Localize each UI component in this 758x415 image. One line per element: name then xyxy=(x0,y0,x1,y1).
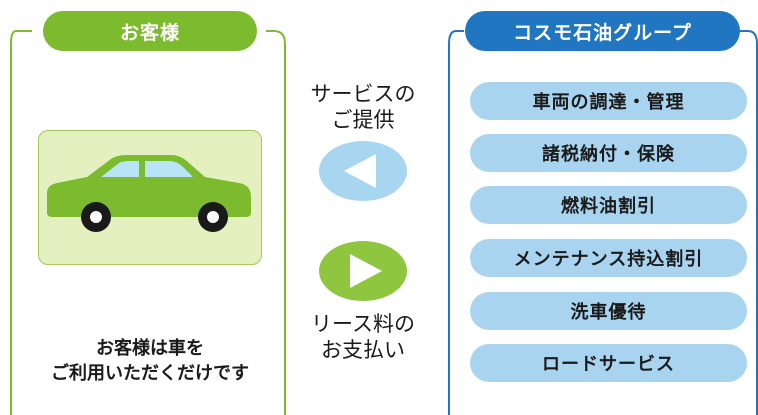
service-item-vehicle-management: 車両の調達・管理 xyxy=(470,82,747,120)
customer-caption: お客様は車を ご利用いただくだけです xyxy=(20,336,280,386)
car-icon xyxy=(47,155,251,232)
service-item-car-wash: 洗車優待 xyxy=(470,292,747,330)
right-arrow-icon xyxy=(319,241,407,301)
service-label: サービスの ご提供 xyxy=(288,81,438,133)
service-item-tax-insurance: 諸税納付・保険 xyxy=(470,134,747,172)
service-item-maintenance-discount: メンテナンス持込割引 xyxy=(470,239,747,277)
car-illustration xyxy=(38,130,262,265)
customer-caption-line2: ご利用いただくだけです xyxy=(51,363,249,384)
customer-caption-line1: お客様は車を xyxy=(96,338,204,359)
left-arrow-icon xyxy=(319,141,407,201)
service-item-road-service: ロードサービス xyxy=(470,344,747,382)
payment-label: リース料の お支払い xyxy=(288,311,438,363)
provider-panel xyxy=(448,30,758,415)
service-item-fuel-discount: 燃料油割引 xyxy=(470,186,747,224)
payment-label-line2: お支払い xyxy=(321,338,405,362)
provider-header: コスモ石油グループ xyxy=(465,11,740,51)
customer-panel xyxy=(10,30,286,415)
payment-label-line1: リース料の xyxy=(311,312,415,336)
service-label-line1: サービスの xyxy=(310,82,416,106)
service-label-line2: ご提供 xyxy=(331,108,395,132)
customer-header: お客様 xyxy=(43,11,257,51)
